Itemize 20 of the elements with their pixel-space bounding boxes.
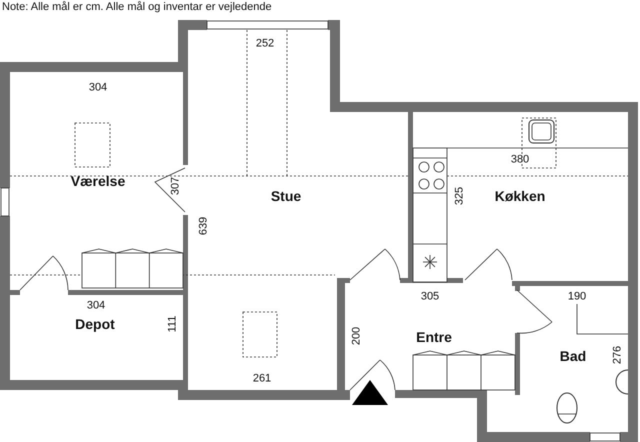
- room-label: Køkken: [494, 189, 546, 203]
- dimension-label: 190: [568, 292, 586, 302]
- dimension-label: 252: [256, 38, 274, 50]
- note-text: Note: Alle mål er cm. Alle mål og inventar er vejledende: [2, 2, 272, 13]
- dimension-label: 380: [510, 154, 530, 166]
- room-label: Værelse: [70, 174, 126, 188]
- dimension-label: 639: [198, 216, 210, 236]
- dimension-label: 304: [88, 82, 108, 94]
- room-label: Bad: [560, 349, 586, 363]
- dimension-label: 200: [352, 326, 362, 346]
- room-label: Depot: [75, 317, 115, 331]
- dimension-label: 304: [86, 300, 106, 312]
- dimension-label: 305: [420, 292, 440, 302]
- dimension-label: 325: [454, 186, 466, 206]
- dimension-label: 307: [170, 176, 182, 196]
- dimension-label: 276: [612, 346, 624, 364]
- dimension-label: 111: [168, 316, 178, 332]
- room-label: Entre: [416, 330, 452, 344]
- room-label: Stue: [270, 189, 302, 203]
- dimension-label: 261: [252, 374, 272, 384]
